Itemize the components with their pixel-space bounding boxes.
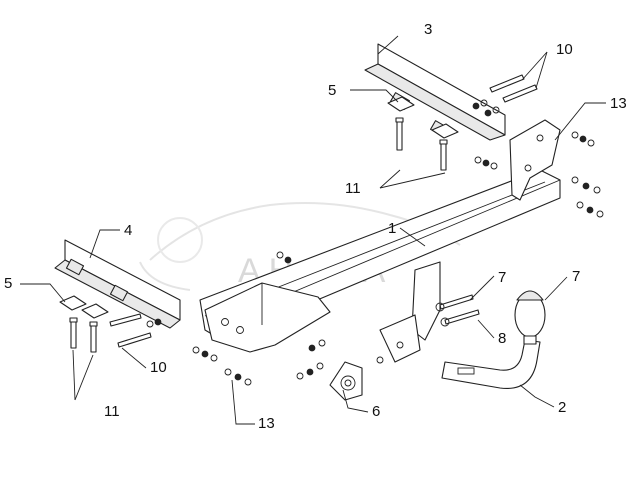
part-10-bolts-left (109, 313, 162, 348)
nut-washer-cluster-right (474, 131, 604, 218)
part-5-square-washer-left (59, 295, 109, 319)
callout-6: 6 (372, 403, 380, 420)
callout-13-bottom: 13 (258, 415, 275, 432)
part-4-mounting-plate (54, 239, 181, 329)
callout-5-left: 5 (4, 275, 12, 292)
callout-7: 7 (572, 268, 580, 285)
callout-3: 3 (424, 21, 432, 38)
part-6-socket-plate (329, 361, 363, 401)
nut-washer-cluster-left (192, 251, 326, 386)
part-7-towball (514, 290, 546, 345)
callout-10-top: 10 (556, 41, 573, 58)
callout-5-top: 5 (328, 82, 336, 99)
part-2-towball-neck (441, 339, 541, 389)
part-9-bolt (440, 309, 480, 327)
part-11-bolts-top (395, 117, 448, 171)
left-side-bracket (204, 282, 331, 353)
part-3-mounting-plate (364, 43, 506, 141)
callout-2: 2 (558, 399, 566, 416)
part-11-bolts-left (69, 317, 98, 353)
callout-8: 7 (498, 269, 506, 286)
leader-lines (20, 35, 606, 425)
towbar-neck-bracket (376, 261, 441, 364)
callout-11-left: 11 (104, 403, 120, 420)
callout-13-right: 13 (610, 95, 627, 112)
callout-11-top: 11 (345, 180, 361, 197)
callout-10-left: 10 (150, 359, 167, 376)
callout-1: 1 (388, 220, 396, 237)
callout-4: 4 (124, 222, 132, 239)
callout-9: 8 (498, 330, 506, 347)
right-side-bracket (509, 119, 561, 201)
part-5-square-washer-top (387, 96, 459, 139)
part-8-bolt (435, 294, 474, 312)
part-10-bolts-top-right (472, 74, 538, 117)
